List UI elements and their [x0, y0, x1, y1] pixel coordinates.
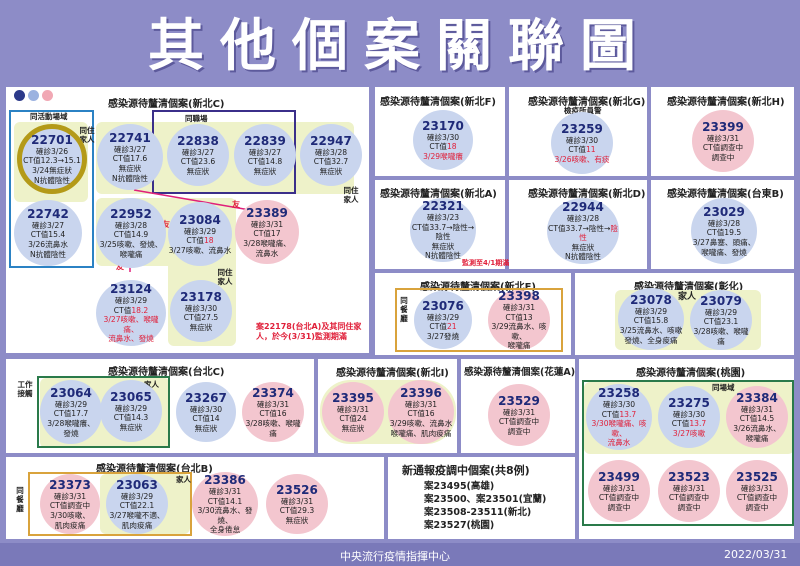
- page-title: 其他個案關聯圖: [148, 13, 652, 79]
- panel-title-ntf: 感染源待釐清個案(新北F): [380, 97, 496, 108]
- label-family-tpb: 家人: [176, 475, 191, 484]
- panel-title-ntc: 感染源待釐清個案(新北C): [108, 99, 225, 110]
- panel-title-ttb: 感染源待釐清個案(台東B): [667, 189, 784, 200]
- footer-org: 中央流行疫情指揮中心: [340, 550, 450, 563]
- panel-new-cases: [388, 457, 575, 539]
- panel-title-nta: 感染源待釐清個案(新北A): [380, 189, 497, 200]
- work-box: [37, 376, 170, 448]
- panel-title-tpc: 感染源待釐清個案(台北C): [108, 367, 225, 378]
- label-friend-2: 友: [162, 220, 170, 229]
- panel-title-ntd: 感染源待釐清個案(新北D): [528, 189, 646, 200]
- panel-title-tyn: 感染源待釐清個案(桃園): [636, 368, 746, 379]
- label-family-tpc: 家人: [144, 380, 159, 389]
- list-item: 案23495(高雄): [424, 481, 495, 492]
- label-sub-g: 檢疫所員警: [564, 106, 602, 115]
- header-banner: 其他個案關聯圖: [0, 0, 800, 82]
- panel-title-tpb: 感染源待釐清個案(台北B): [96, 464, 213, 475]
- same-meal-box: [28, 472, 192, 536]
- same-field-box: [582, 380, 794, 526]
- label-cohabit-2: 同住家人: [343, 186, 359, 204]
- label-same-meal-e: 同餐廳: [400, 296, 408, 323]
- panel-title-nti: 感染源待釐清個案(新北I): [336, 368, 449, 379]
- label-cohabit-1: 同住家人: [79, 126, 95, 144]
- panel-title-chh: 感染源待釐清個案(彰化): [634, 282, 744, 293]
- legend-badge-2: [28, 90, 39, 101]
- footer-bar: 中央流行疫情指揮中心 2022/03/31: [0, 543, 800, 566]
- list-item: 案23500、案23501(宜蘭): [424, 494, 547, 505]
- panel-title-hla: 感染源待釐清個案(花蓮A): [464, 367, 576, 378]
- monitor-note: 案22178(台北A)及其同住家人，於今(3/31)監測期滿: [256, 322, 362, 341]
- label-family-chh: 家人: [678, 292, 697, 302]
- same-activity-box: [9, 110, 94, 268]
- label-same-field: 同場域: [712, 383, 735, 392]
- legend-badge-1: [14, 90, 25, 101]
- label-same-meal-b: 同餐廳: [16, 486, 24, 513]
- label-friend-1: 友: [232, 200, 240, 209]
- legend-badge-3: [42, 90, 53, 101]
- label-cohabit-3: 同住家人: [217, 268, 233, 286]
- list-item: 案23508-23511(新北): [424, 507, 532, 518]
- same-meal-box: [395, 288, 563, 352]
- new-cases-list: 案23495(高雄) 案23500、案23501(宜蘭) 案23508-2351…: [424, 480, 546, 532]
- label-same-place: 同職場: [185, 114, 208, 123]
- label-work: 工作接觸: [17, 380, 33, 398]
- list-item: 案23527(桃園): [424, 520, 495, 531]
- footer-date: 2022/03/31: [724, 548, 788, 561]
- label-same-activity: 同活動場域: [30, 112, 68, 121]
- panel-title-nte: 感染源待釐清個案(新北E): [420, 282, 536, 293]
- new-cases-title: 新通報疫調中個案(共8例): [402, 464, 530, 477]
- panel-title-ntg: 感染源待釐清個案(新北G): [528, 97, 646, 108]
- panel-title-nth: 感染源待釐清個案(新北H): [667, 97, 785, 108]
- label-monitor: 監測至4/1期滿: [462, 259, 510, 267]
